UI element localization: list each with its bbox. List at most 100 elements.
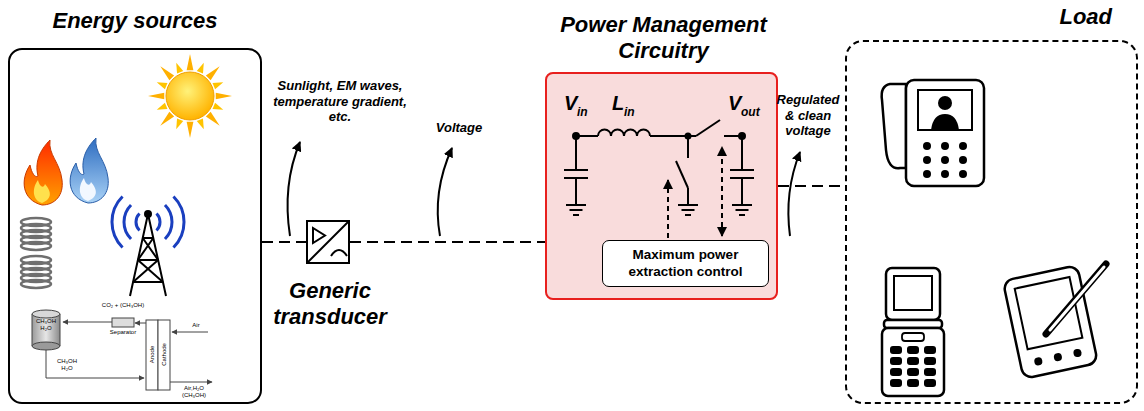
sun-ray [206, 112, 220, 126]
flip-phone-icon [907, 357, 919, 365]
sun-ray [160, 66, 174, 80]
videophone-icon [923, 170, 931, 178]
transducer-symbol [307, 221, 349, 263]
sun-ray [213, 82, 224, 89]
flip-phone-icon [924, 357, 936, 365]
videophone-icon [941, 142, 949, 150]
fuel-cell-diagram [46, 350, 144, 378]
flip-phone-icon [907, 368, 919, 376]
fuel-cell-label: Cathode [161, 325, 168, 385]
spring-icon [21, 242, 51, 250]
cold-flame-icon [80, 178, 96, 201]
fuel-cell-diagram [112, 318, 134, 327]
sun-ray [187, 122, 194, 138]
videophone-icon [941, 156, 949, 164]
sun-ray [197, 63, 204, 74]
fuel-cell-diagram [63, 322, 112, 323]
fuel-cell-label: CH₃OH H₂O [32, 318, 60, 332]
flip-phone-icon [882, 268, 944, 396]
antenna-tower-icon [133, 238, 163, 282]
fuel-cell-label: Air,H₂O (CH₃OH) [174, 385, 214, 399]
flip-phone-icon [882, 328, 944, 396]
flip-phone-icon [890, 357, 902, 365]
transducer-symbol [307, 221, 349, 263]
sun-ray [197, 119, 204, 130]
videophone-icon [959, 142, 967, 150]
fuel-cell-diagram [32, 310, 60, 318]
control-box: Maximum power extraction control [602, 240, 769, 287]
radio-waves [124, 205, 131, 239]
fuel-cell-diagram [32, 310, 212, 390]
fuel-cell-diagram [170, 382, 212, 383]
transducer-symbol [331, 250, 347, 256]
videophone-icon [918, 90, 972, 130]
videophone-icon [906, 80, 984, 186]
box-text: Maximum power extraction control [611, 247, 760, 279]
flip-phone-icon [924, 368, 936, 376]
boost-converter-circuit [566, 205, 586, 215]
fuel-cell-diagram [32, 314, 60, 346]
fuel-cell-diagram [146, 320, 158, 390]
flip-phone-icon [886, 268, 940, 320]
dashed-connector [350, 241, 545, 243]
flip-phone-icon [924, 346, 936, 354]
pda-icon [1053, 352, 1062, 361]
boost-converter-circuit [686, 134, 691, 139]
edge-label: Sunlight, EM waves, temperature gradient… [266, 78, 414, 125]
pda-icon [1003, 265, 1098, 379]
dashed-connector [262, 241, 306, 243]
antenna-tower-icon [130, 214, 166, 296]
fuel-cell-label: Anode [149, 325, 156, 385]
videophone-icon [923, 142, 931, 150]
radio-waves [136, 214, 140, 231]
videophone-icon [959, 156, 967, 164]
edge-label: Regulated & clean voltage [776, 92, 840, 139]
box-heading: Energy sources [10, 8, 260, 34]
transducer-box: Generic transducer [306, 220, 350, 264]
edge-label: Voltage [426, 120, 492, 136]
boost-converter-circuit [687, 188, 689, 205]
antenna-tower-icon [133, 238, 163, 282]
boost-converter-circuit [564, 120, 754, 238]
boost-converter-circuit [739, 133, 745, 139]
leader-arrows [788, 152, 800, 236]
sun-ray [160, 112, 174, 126]
flip-phone-icon [890, 368, 902, 376]
sun-ray [176, 63, 183, 74]
energy-sources-box: Energy sources [8, 48, 262, 404]
fuel-cell-diagram [172, 332, 208, 333]
circuit-symbol-label: in [577, 106, 588, 120]
leader-arrows [438, 148, 452, 236]
flip-phone-icon [890, 346, 902, 354]
circuit-symbol-label: in [624, 106, 635, 120]
cold-flame-icon [70, 138, 108, 203]
videophone-icon [923, 156, 931, 164]
leader-arrows [288, 142, 800, 236]
fuel-cell-diagram [32, 342, 60, 350]
boost-converter-circuit [598, 130, 650, 136]
radio-waves [112, 197, 184, 248]
pda-icon [1015, 277, 1083, 349]
pda-icon [1003, 265, 1098, 379]
transducer-symbol [313, 228, 325, 243]
circuit-symbol-label: V [728, 92, 741, 115]
fuel-cell-diagram [158, 320, 170, 390]
sun-ray [148, 93, 164, 100]
load-box: Load [845, 40, 1138, 404]
pda-icon [1034, 357, 1043, 366]
circuit-symbol-label: L [612, 92, 624, 115]
boost-converter-circuit [573, 133, 579, 139]
antenna-tower-icon [130, 211, 166, 296]
flip-phone-icon [924, 379, 936, 387]
boost-converter-circuit [678, 205, 698, 215]
videophone-icon [882, 80, 984, 186]
boost-converter-circuit [696, 120, 720, 136]
boost-converter-circuit [667, 180, 669, 238]
dashed-connector [778, 185, 845, 187]
stylus-icon [1046, 264, 1106, 334]
sun-ray [213, 103, 224, 110]
videophone-icon [959, 170, 967, 178]
radio-waves [165, 205, 172, 239]
